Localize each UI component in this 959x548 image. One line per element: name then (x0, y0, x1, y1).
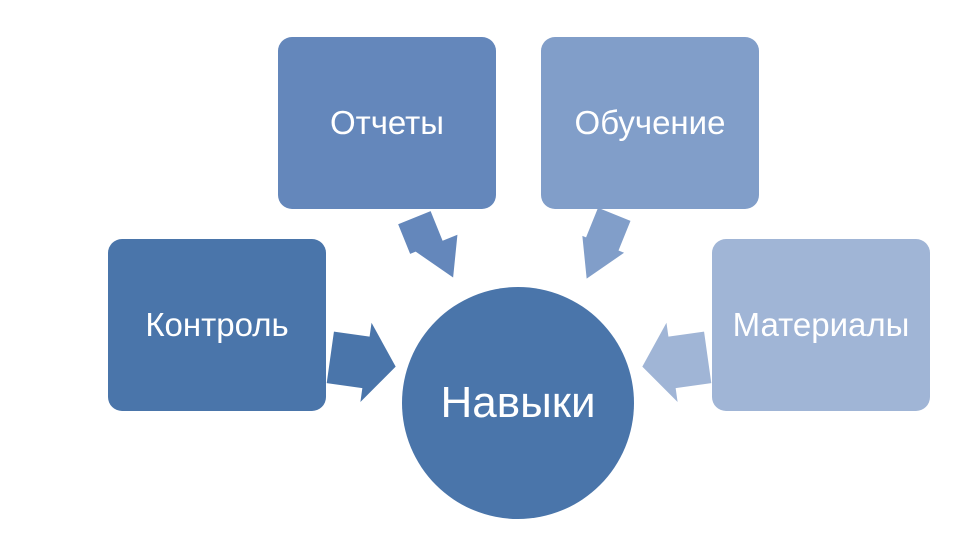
node-reports: Отчеты (278, 37, 496, 209)
node-control-label: Контроль (145, 306, 289, 343)
node-reports-label: Отчеты (329, 104, 445, 141)
arrow-learning (582, 207, 631, 279)
node-learning: Обучение (541, 37, 759, 209)
node-materials-label: Материалы (732, 306, 910, 343)
node-control: Контроль (108, 239, 326, 411)
arrow-reports (398, 211, 458, 278)
arrow-control (326, 322, 396, 403)
node-learning-label: Обучение (574, 104, 726, 141)
arrow-materials (642, 322, 712, 403)
center-node-label: Навыки (440, 378, 596, 427)
node-materials: Материалы (712, 239, 930, 411)
center-node: Навыки (402, 287, 634, 519)
